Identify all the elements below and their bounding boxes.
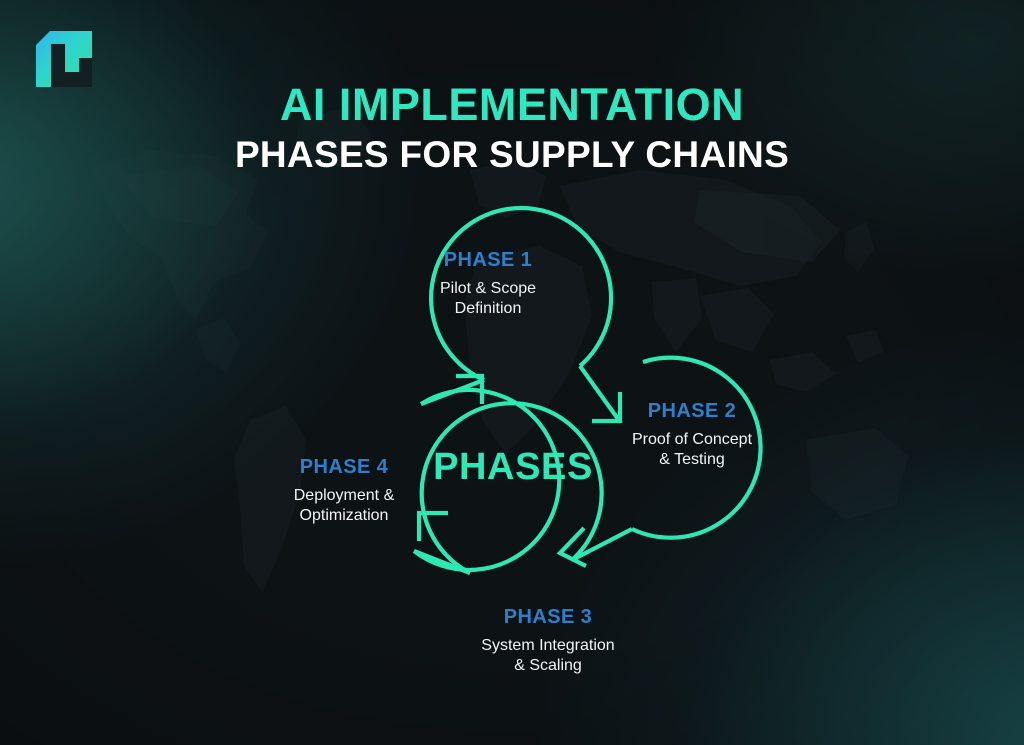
phase-3-description-line-2: & Scaling <box>514 657 582 675</box>
title-line-1: AI IMPLEMENTATION <box>279 79 745 130</box>
title-line-2: PHASES FOR SUPPLY CHAINS <box>234 133 790 175</box>
phase-1-description-line-1: Pilot & Scope <box>439 280 537 297</box>
arrow-phase3-to-phase4 <box>413 549 471 575</box>
phase-4-description-line-1: Deployment & <box>293 487 395 504</box>
phase-1-title: PHASE 1 <box>443 249 533 271</box>
phase-2-description-line-1: Proof of Concept <box>631 431 753 448</box>
phase-3-description: System Integration & Scaling <box>433 636 663 677</box>
phase-1-label-group: PHASE 1 Pilot & Scope Definition <box>373 249 603 320</box>
phase-2-description-line-2: & Testing <box>659 451 725 469</box>
phase-3-label-group: PHASE 3 System Integration & Scaling <box>433 606 663 677</box>
phase-4-description: Deployment & Optimization <box>229 486 459 527</box>
phase-2-title: PHASE 2 <box>647 400 737 422</box>
phase-1-description-line-2: Definition <box>454 300 522 318</box>
brand-logo-icon <box>30 27 96 91</box>
page-header: AI IMPLEMENTATION PHASES FOR SUPPLY CHAI… <box>0 82 1024 175</box>
phase-3-title: PHASE 3 <box>503 606 593 628</box>
diagram-center-label: PHASES <box>433 446 593 488</box>
phase-3-description-line-1: System Integration <box>481 637 615 654</box>
phase-4-description-line-2: Optimization <box>299 507 389 525</box>
phase-1-description: Pilot & Scope Definition <box>373 279 603 320</box>
